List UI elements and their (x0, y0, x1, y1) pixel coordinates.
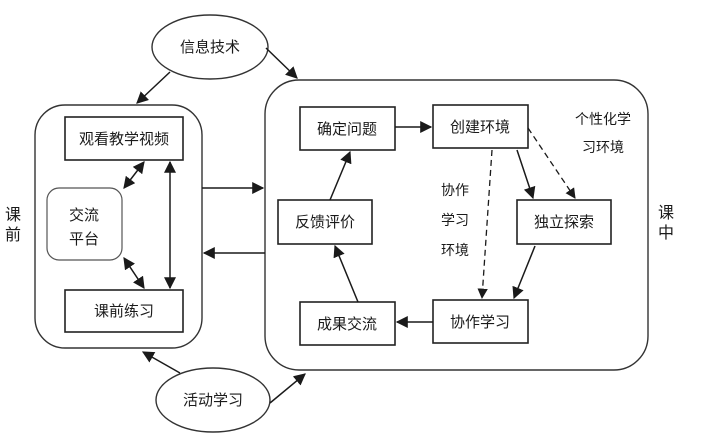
in-class-phase-label: 课 中 (658, 203, 674, 242)
pre-exercise-label: 课前练习 (94, 302, 154, 320)
activity-learning-label: 活动学习 (183, 391, 243, 409)
create-environment-label: 创建环境 (450, 118, 510, 136)
edge-create-to-collab-dashed (477, 149, 493, 300)
feedback-evaluation-label: 反馈评价 (295, 213, 355, 231)
edge-platform-exercise (123, 257, 145, 289)
define-problem-node: 确定问题 (299, 106, 396, 151)
in-class-label-char-2: 中 (658, 223, 674, 242)
independent-exploration-label: 独立探索 (534, 213, 594, 231)
watch-video-node: 观看教学视频 (64, 116, 184, 161)
pre-class-label-char-2: 前 (5, 225, 21, 244)
pre-class-phase-label: 课 前 (5, 205, 21, 244)
exchange-platform-label-1: 交流 (69, 206, 99, 224)
exchange-platform-label-2: 平台 (69, 230, 99, 248)
define-problem-label: 确定问题 (317, 120, 377, 138)
edge-feedback-to-define (329, 150, 352, 201)
watch-video-label: 观看教学视频 (79, 130, 169, 148)
edge-create-to-explore-dashed (527, 127, 576, 199)
collab-env-line-1: 协作 (441, 183, 469, 199)
edge-infotech-to-preclass (136, 71, 171, 104)
info-tech-node: 信息技术 (151, 14, 269, 80)
edge-create-to-explore (516, 149, 536, 200)
edge-infotech-to-inclass (265, 47, 298, 79)
collab-env-annotation: 协作 学习 环境 (441, 183, 469, 259)
pre-class-container (34, 104, 203, 349)
edge-result-to-feedback (333, 244, 359, 303)
pre-exercise-node: 课前练习 (64, 289, 184, 333)
feedback-evaluation-node: 反馈评价 (277, 199, 373, 245)
collab-env-line-2: 学习 (441, 213, 469, 229)
personalized-env-line-1: 个性化学 (575, 112, 631, 128)
personalized-env-line-2: 习环境 (582, 140, 624, 156)
edge-activity-to-preclass (141, 351, 181, 374)
edge-explore-to-collab (512, 245, 536, 300)
result-exchange-label: 成果交流 (317, 315, 377, 333)
collab-env-line-3: 环境 (441, 243, 469, 259)
edge-video-platform (123, 161, 145, 189)
create-environment-node: 创建环境 (432, 104, 529, 149)
activity-learning-node: 活动学习 (155, 367, 271, 433)
info-tech-label: 信息技术 (180, 38, 240, 56)
collaborative-learning-node: 协作学习 (432, 299, 529, 344)
personalized-env-annotation: 个性化学 习环境 (575, 112, 631, 156)
exchange-platform-node: 交流 平台 (46, 187, 123, 261)
pre-class-label-char-1: 课 (5, 205, 21, 224)
independent-exploration-node: 独立探索 (516, 199, 612, 245)
collaborative-learning-label: 协作学习 (450, 313, 510, 331)
edge-activity-to-inclass (269, 373, 306, 404)
in-class-label-char-1: 课 (658, 203, 674, 222)
in-class-container (264, 79, 649, 371)
result-exchange-node: 成果交流 (299, 301, 396, 346)
